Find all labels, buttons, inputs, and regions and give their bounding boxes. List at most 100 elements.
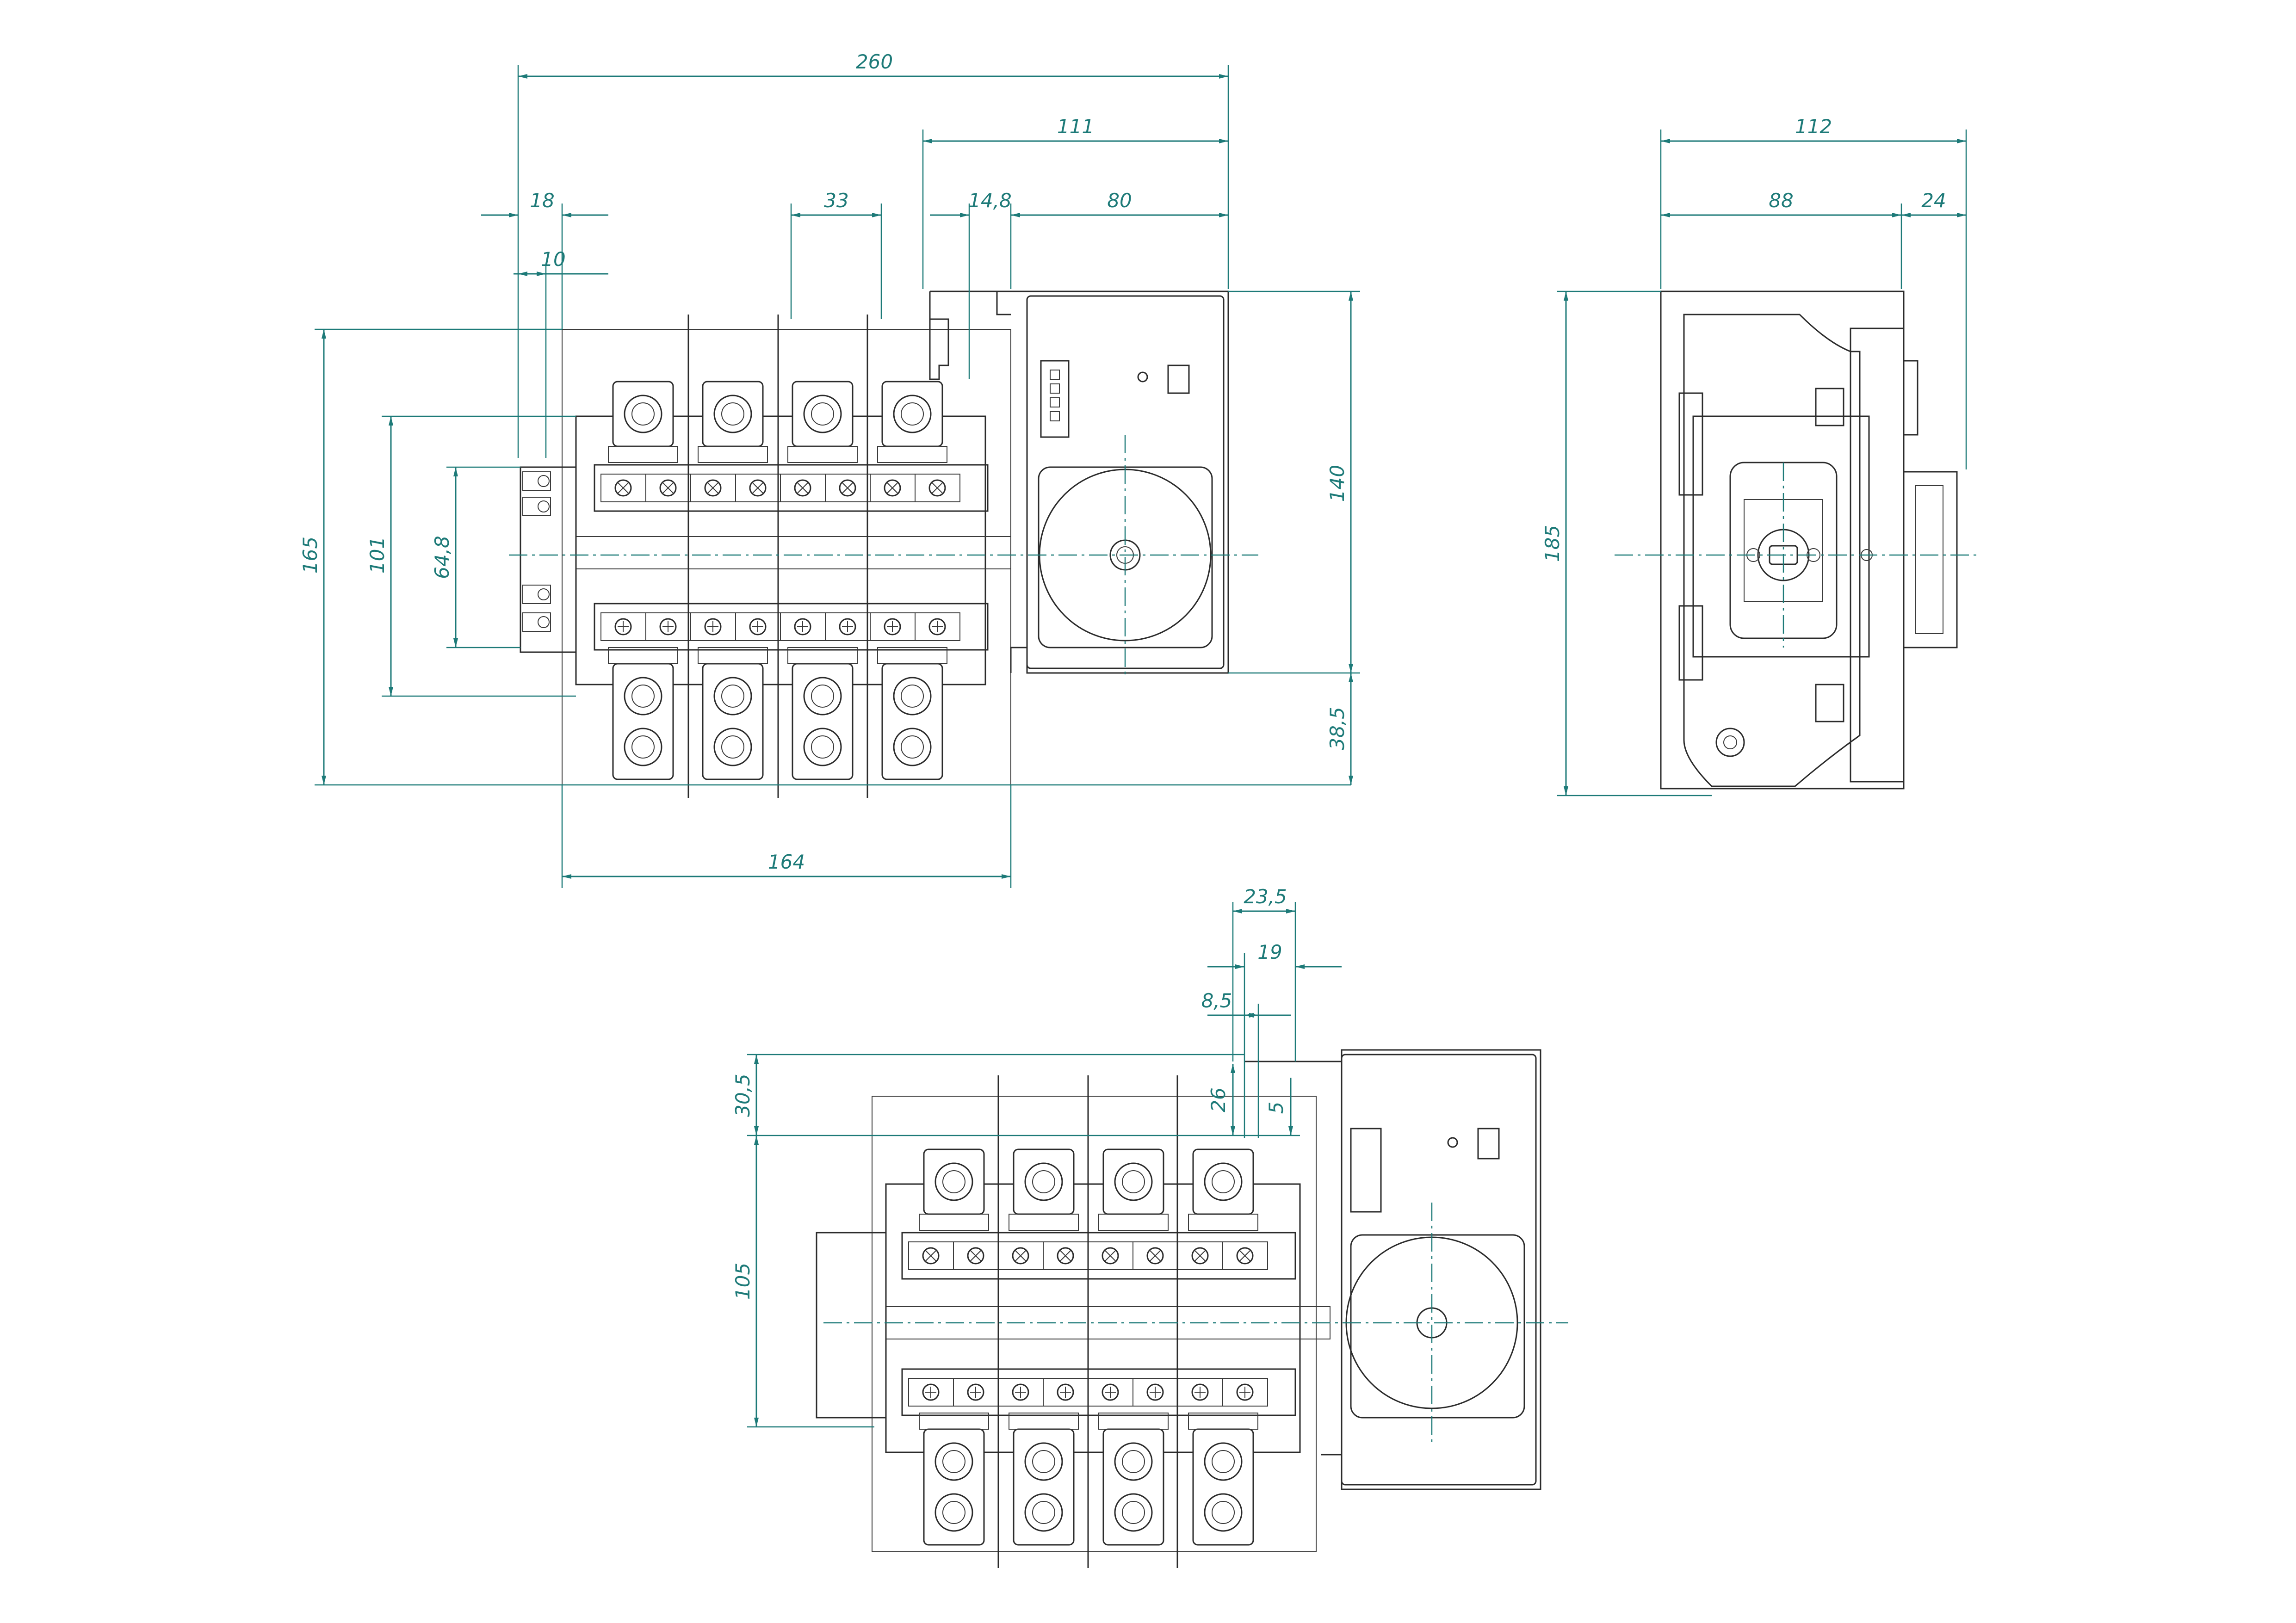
terminal-lug (608, 381, 678, 780)
plan-handle-disc (1345, 1236, 1518, 1409)
plan-base-plate (872, 1096, 1317, 1552)
front-view (509, 290, 1258, 798)
terminal-lug (698, 381, 768, 780)
dim-24: 24 (1921, 189, 1946, 212)
pole-frame (575, 415, 986, 685)
dim-23-5: 23,5 (1244, 885, 1287, 908)
plan-aux-block (816, 1232, 887, 1419)
plan-connector (1350, 1128, 1382, 1213)
screw-icon (908, 1378, 954, 1407)
housing-tab (929, 291, 949, 380)
plan-control-housing (1244, 1049, 1541, 1490)
screw-icon (735, 612, 781, 641)
phase-barriers (687, 315, 868, 798)
screw-icon (600, 612, 646, 641)
control-panel-face (1026, 295, 1225, 669)
plan-control-face (1341, 1054, 1537, 1486)
plan-window (1477, 1128, 1500, 1160)
plan-contact-screws (908, 1241, 1268, 1407)
dim-19: 19 (1257, 941, 1282, 963)
dim-185: 185 (1541, 525, 1564, 562)
contact-screws (600, 474, 960, 641)
screw-icon (690, 612, 736, 641)
dim-88: 88 (1769, 189, 1793, 212)
screw-icon (998, 1241, 1044, 1270)
dim-80: 80 (1107, 189, 1132, 212)
plan-phase-barriers (997, 1075, 1178, 1568)
terminal-lug (919, 1148, 989, 1546)
side-frame (1660, 290, 1905, 790)
side-bracket-top (1903, 360, 1918, 436)
indicator-led (1137, 371, 1148, 383)
plan-upper-bar (901, 1232, 1296, 1280)
indicator-window (1167, 364, 1190, 394)
screw-icon (825, 612, 871, 641)
dim-112: 112 (1795, 115, 1832, 138)
screw-icon (915, 474, 960, 502)
terminal-lug (877, 381, 947, 780)
side-clip-upper (1678, 392, 1703, 496)
screw-icon (645, 474, 691, 502)
screw-icon (1133, 1241, 1178, 1270)
screw-icon (780, 474, 826, 502)
screw-icon (1222, 1378, 1268, 1407)
side-nut (1715, 728, 1745, 757)
terminal-lug (1188, 1148, 1258, 1546)
side-bolt-bottom (1815, 684, 1844, 722)
control-housing-outline (930, 290, 1229, 674)
handle-profile (1903, 471, 1958, 648)
dim-260: 260 (856, 50, 893, 73)
screw-icon (1043, 1378, 1089, 1407)
screw-icon (998, 1378, 1044, 1407)
plan-handle-plate (1350, 1234, 1525, 1419)
screw-icon (1177, 1241, 1223, 1270)
connector-block (1040, 360, 1070, 438)
side-bolt-top (1815, 388, 1844, 426)
plan-view (816, 1049, 1568, 1568)
screw-icon (870, 612, 916, 641)
dim-165: 165 (299, 537, 322, 574)
screw-icon (953, 1378, 999, 1407)
dim-8-5: 8,5 (1201, 989, 1232, 1012)
screw-icon (1088, 1241, 1133, 1270)
dimension-lines: 260 111 18 10 33 14,8 80 165 101 (299, 50, 1967, 1428)
screw-icon (1133, 1378, 1178, 1407)
screw-icon (1222, 1241, 1268, 1270)
screw-icon (645, 612, 691, 641)
dim-33: 33 (824, 189, 848, 212)
dim-14-8: 14,8 (968, 189, 1012, 212)
dim-105: 105 (731, 1263, 754, 1300)
upper-contact-bar (594, 464, 989, 512)
screw-icon (870, 474, 916, 502)
lower-contact-bar (594, 603, 989, 651)
aux-terminal-block (520, 466, 577, 653)
dim-111: 111 (1057, 115, 1094, 138)
plan-led (1447, 1137, 1458, 1148)
screw-icon (825, 474, 871, 502)
side-view (1615, 290, 1980, 790)
terminal-lugs (608, 381, 947, 780)
mechanism-body (1692, 415, 1870, 658)
terminal-lug (787, 381, 858, 780)
dim-18: 18 (530, 189, 554, 212)
connector-pins (1050, 370, 1060, 421)
terminal-lug (1009, 1148, 1079, 1546)
dim-30-5: 30,5 (731, 1074, 754, 1117)
screw-icon (690, 474, 736, 502)
screw-icon (1043, 1241, 1089, 1270)
dim-26: 26 (1207, 1087, 1230, 1112)
screw-icon (953, 1241, 999, 1270)
screw-icon (1088, 1378, 1133, 1407)
mechanism-cover (1729, 462, 1838, 639)
screw-icon (915, 612, 960, 641)
dim-101: 101 (366, 537, 389, 574)
plan-terminal-lugs (919, 1148, 1258, 1546)
plan-pole-frame (885, 1183, 1301, 1453)
dim-140: 140 (1326, 465, 1349, 502)
screw-icon (908, 1241, 954, 1270)
terminal-lug (1098, 1148, 1169, 1546)
dim-5: 5 (1265, 1102, 1287, 1114)
screw-icon (1177, 1378, 1223, 1407)
dim-64-8: 64,8 (431, 536, 453, 579)
